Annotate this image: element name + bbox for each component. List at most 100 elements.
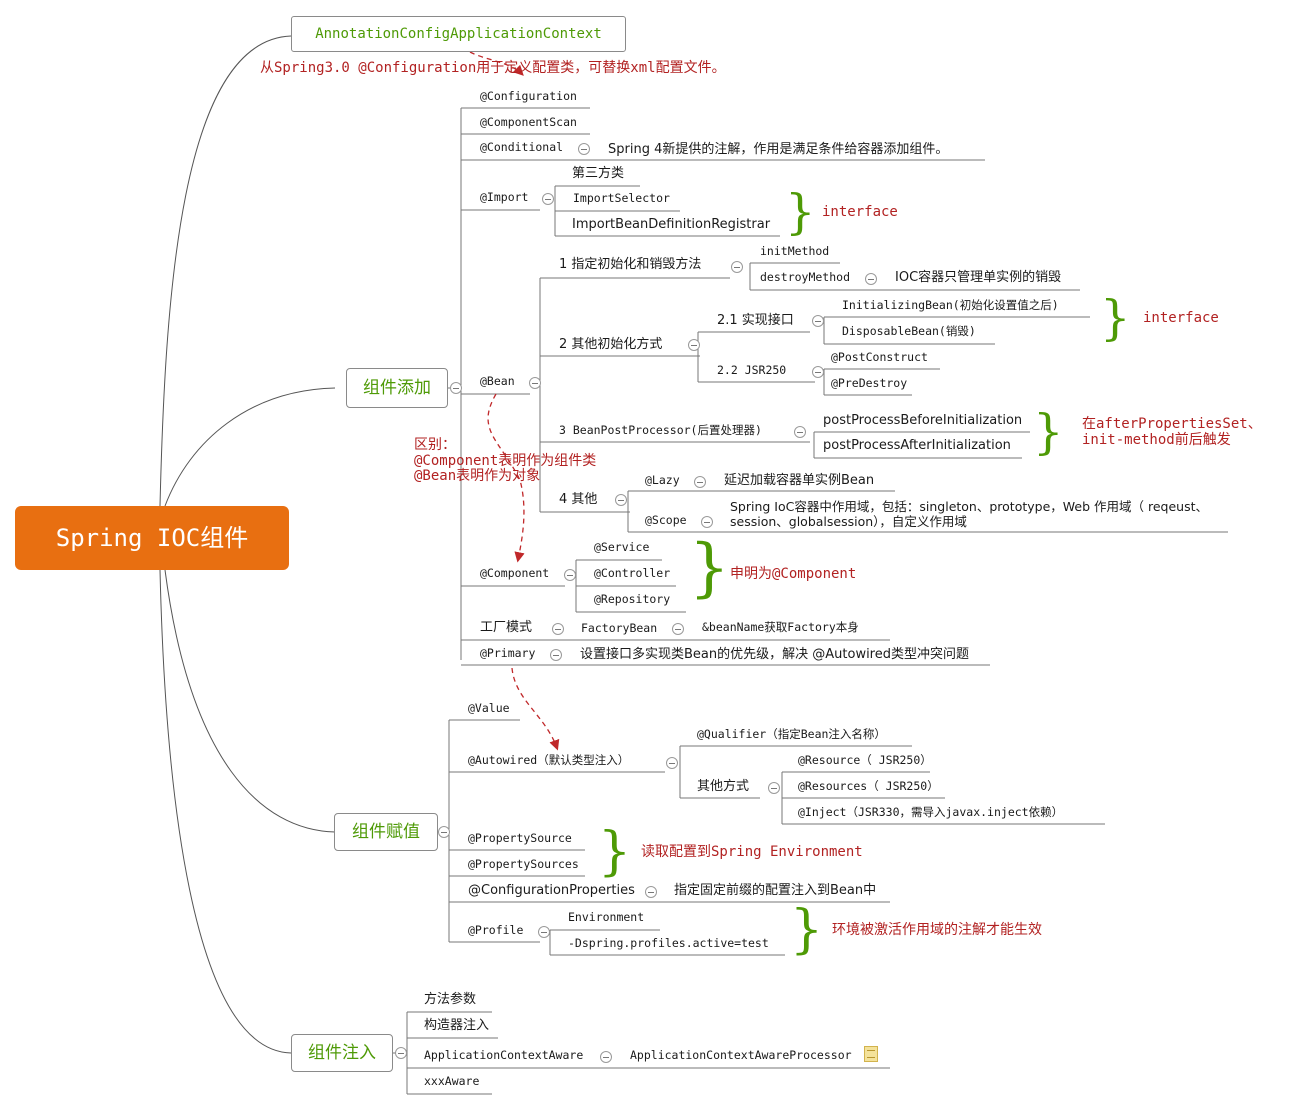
collapse-icon[interactable]: [672, 623, 684, 635]
collapse-icon[interactable]: [865, 273, 877, 285]
collapse-icon[interactable]: [645, 886, 657, 898]
scope-note-1: Spring IoC容器中作用域，包括：singleton、prototype，…: [730, 499, 1208, 514]
before-init[interactable]: postProcessBeforeInitialization: [823, 413, 1023, 428]
brace-icon: }: [689, 531, 730, 605]
node-import[interactable]: @Import: [480, 190, 529, 204]
collapse-icon[interactable]: [615, 494, 627, 506]
xxx-aware[interactable]: xxxAware: [424, 1074, 480, 1088]
factory-bean[interactable]: FactoryBean: [581, 621, 658, 635]
bean-interface[interactable]: 2.1 实现接口: [717, 313, 794, 328]
node-conditional[interactable]: @Conditional: [480, 140, 564, 154]
post-construct[interactable]: @PostConstruct: [831, 350, 928, 364]
resources[interactable]: @Resources（ JSR250）: [798, 779, 939, 793]
import-registrar[interactable]: ImportBeanDefinitionRegistrar: [572, 217, 771, 232]
resource[interactable]: @Resource（ JSR250）: [798, 753, 932, 767]
collapse-icon[interactable]: [794, 426, 806, 438]
inject[interactable]: @Inject（JSR330，需导入javax.inject依赖）: [798, 805, 1064, 819]
other-ways[interactable]: 其他方式: [697, 779, 750, 794]
collapse-icon[interactable]: [564, 569, 576, 581]
collapse-icon[interactable]: [578, 143, 590, 155]
configuration-properties[interactable]: @ConfigurationProperties: [468, 883, 635, 898]
collapse-icon[interactable]: [395, 1047, 407, 1059]
collapse-icon[interactable]: [438, 826, 450, 838]
repository[interactable]: @Repository: [594, 592, 671, 606]
node-componentscan[interactable]: @ComponentScan: [480, 115, 577, 129]
import-third-party[interactable]: 第三方类: [572, 166, 625, 181]
root-node[interactable]: Spring IOC组件: [15, 506, 289, 570]
bean-destroy-method[interactable]: destroyMethod: [760, 270, 851, 284]
brace-icon: }: [1033, 404, 1064, 460]
method-param[interactable]: 方法参数: [424, 992, 477, 1007]
lazy[interactable]: @Lazy: [645, 473, 680, 487]
node-value[interactable]: @Value: [468, 701, 510, 715]
interface-brace-note: interface: [1143, 310, 1219, 326]
topic-component-add[interactable]: 组件添加: [346, 368, 448, 408]
collapse-icon[interactable]: [550, 649, 562, 661]
collapse-icon[interactable]: [812, 366, 824, 378]
collapse-icon[interactable]: [701, 516, 713, 528]
constructor-inject[interactable]: 构造器注入: [424, 1018, 490, 1033]
brace-icon: }: [785, 184, 816, 240]
diff-note-1: 区别：: [414, 437, 456, 453]
collapse-icon[interactable]: [450, 382, 462, 394]
application-context-aware[interactable]: ApplicationContextAware: [424, 1048, 584, 1062]
node-primary[interactable]: @Primary: [480, 646, 536, 660]
aware-processor[interactable]: ApplicationContextAwareProcessor: [630, 1048, 852, 1062]
collapse-icon[interactable]: [731, 261, 743, 273]
pre-destroy[interactable]: @PreDestroy: [831, 376, 908, 390]
bean-other[interactable]: 4 其他: [559, 492, 598, 507]
collapse-icon[interactable]: [666, 757, 678, 769]
factory-bean-note: &beanName获取Factory本身: [702, 620, 859, 634]
collapse-icon[interactable]: [812, 315, 824, 327]
node-autowired[interactable]: @Autowired（默认类型注入）: [468, 753, 630, 767]
collapse-icon[interactable]: [768, 782, 780, 794]
property-sources[interactable]: @PropertySources: [468, 857, 579, 871]
brace-icon: }: [1100, 290, 1131, 346]
import-selector[interactable]: ImportSelector: [573, 191, 670, 205]
primary-note: 设置接口多实现类Bean的优先级，解决 @Autowired类型冲突问题: [580, 647, 969, 662]
property-source[interactable]: @PropertySource: [468, 831, 572, 845]
note-icon[interactable]: [864, 1046, 878, 1062]
node-component[interactable]: @Component: [480, 566, 550, 580]
topic-component-inject[interactable]: 组件注入: [291, 1034, 393, 1072]
configprops-note: 指定固定前缀的配置注入到Bean中: [674, 883, 877, 898]
profile-active-arg[interactable]: -Dspring.profiles.active=test: [568, 936, 769, 950]
component-note: 申明为@Component: [730, 566, 857, 582]
bean-jsr250[interactable]: 2.2 JSR250: [717, 363, 787, 377]
bean-post-processor[interactable]: 3 BeanPostProcessor(后置处理器): [559, 423, 762, 437]
bean-init-method[interactable]: initMethod: [760, 244, 830, 258]
scope[interactable]: @Scope: [645, 513, 687, 527]
disposable-bean[interactable]: DisposableBean(销毁): [842, 324, 976, 338]
topic-component-assign[interactable]: 组件赋值: [334, 813, 438, 851]
bean-other-init[interactable]: 2 其他初始化方式: [559, 337, 663, 352]
destroy-note: IOC容器只管理单实例的销毁: [895, 270, 1062, 285]
after-init[interactable]: postProcessAfterInitialization: [823, 438, 1011, 453]
qualifier[interactable]: @Qualifier（指定Bean注入名称）: [697, 727, 886, 741]
initializing-bean[interactable]: InitializingBean(初始化设置值之后): [842, 298, 1059, 312]
node-factory[interactable]: 工厂模式: [480, 620, 533, 635]
collapse-icon[interactable]: [688, 339, 700, 351]
brace-icon: }: [790, 900, 824, 960]
bpp-note-1: 在afterPropertiesSet、: [1082, 416, 1262, 432]
collapse-icon[interactable]: [600, 1051, 612, 1063]
lazy-note: 延迟加载容器单实例Bean: [724, 473, 875, 488]
bean-init-destroy[interactable]: 1 指定初始化和销毁方法: [559, 257, 702, 272]
collapse-icon[interactable]: [552, 623, 564, 635]
controller[interactable]: @Controller: [594, 566, 671, 580]
collapse-icon[interactable]: [694, 476, 706, 488]
scope-note-2: session、globalsession），自定义作用域: [730, 514, 967, 529]
context-note: 从Spring3.0 @Configuration用于定义配置类，可替换xml配…: [260, 60, 726, 76]
node-configuration[interactable]: @Configuration: [480, 89, 577, 103]
profile-environment[interactable]: Environment: [568, 910, 645, 924]
brace-icon: }: [598, 822, 632, 882]
context-node[interactable]: AnnotationConfigApplicationContext: [291, 16, 626, 52]
collapse-icon[interactable]: [529, 377, 541, 389]
node-profile[interactable]: @Profile: [468, 923, 524, 937]
collapse-icon[interactable]: [542, 193, 554, 205]
service[interactable]: @Service: [594, 540, 650, 554]
node-bean[interactable]: @Bean: [480, 374, 515, 388]
diff-note-2: @Component表明作为组件类: [414, 453, 597, 469]
collapse-icon[interactable]: [538, 926, 550, 938]
bpp-note-2: init-method前后触发: [1082, 432, 1231, 448]
